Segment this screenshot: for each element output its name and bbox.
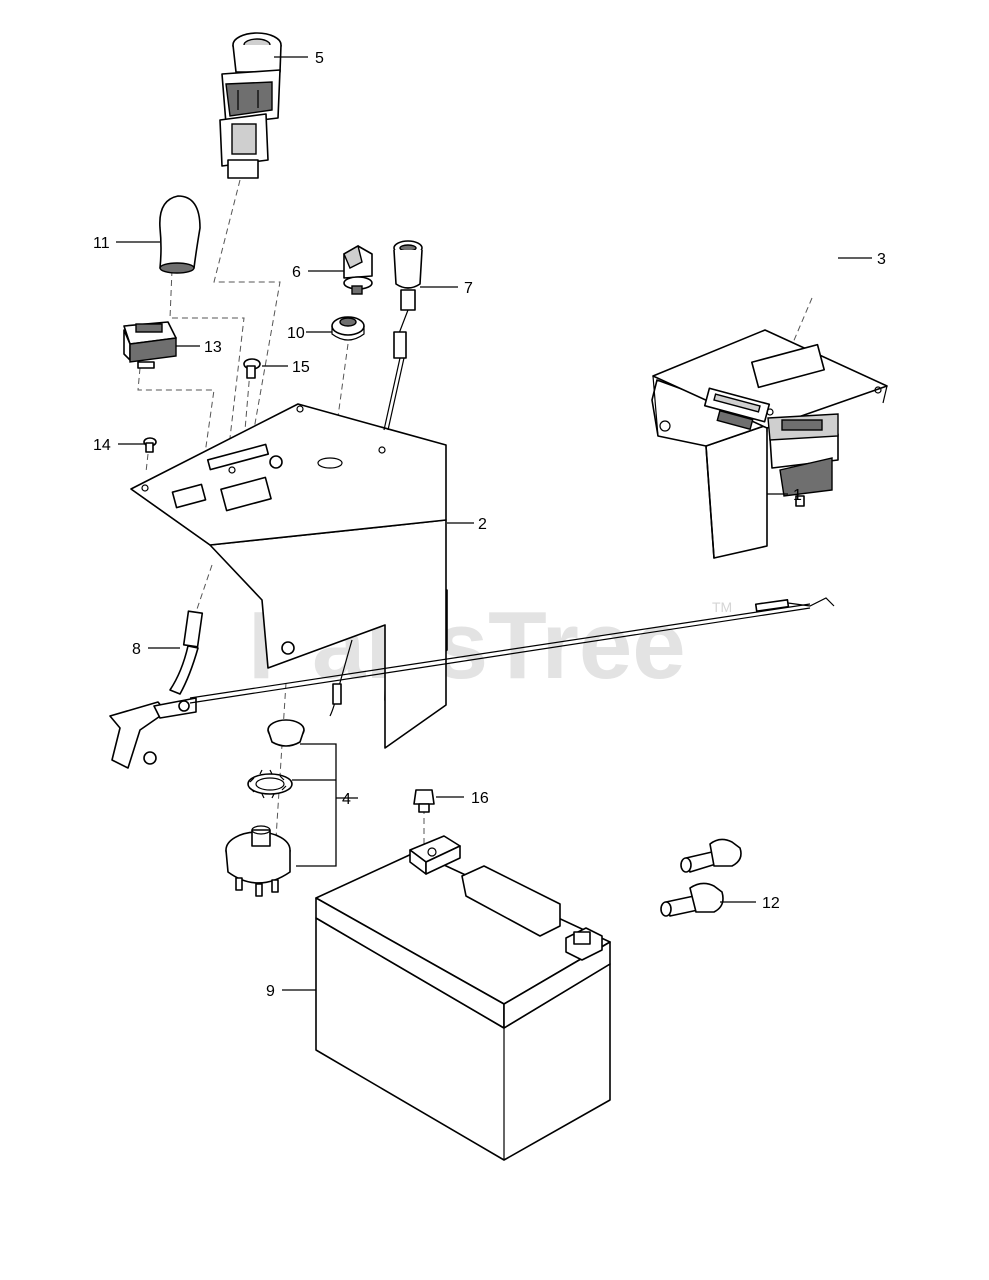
screw-part-15[interactable] xyxy=(243,358,261,379)
callout-10: 10 xyxy=(287,325,305,342)
callout-12: 12 xyxy=(762,895,780,912)
knob-part-11[interactable] xyxy=(159,195,201,274)
ignition-switch-part-4[interactable] xyxy=(225,719,305,897)
callout-4: 4 xyxy=(342,791,351,808)
switch-bracket-part-1[interactable] xyxy=(651,329,888,559)
knob-part-6[interactable] xyxy=(343,244,373,295)
battery-part-9[interactable] xyxy=(315,835,611,1161)
callout-11: 11 xyxy=(93,235,110,252)
callout-3: 3 xyxy=(877,251,886,268)
panel-wire xyxy=(329,639,353,717)
callout-14: 14 xyxy=(93,437,111,454)
callout-13: 13 xyxy=(204,339,222,356)
callout-6: 6 xyxy=(292,264,301,281)
callout-2: 2 xyxy=(478,516,487,533)
callout-9: 9 xyxy=(266,983,275,1000)
control-panel-part-2[interactable] xyxy=(130,403,448,749)
leader-lines xyxy=(116,56,872,991)
screw-part-14[interactable] xyxy=(143,437,157,453)
callout-8: 8 xyxy=(132,641,141,658)
throttle-control-part-8[interactable] xyxy=(109,597,835,769)
grommet-part-10[interactable] xyxy=(331,316,365,341)
choke-cable-part-7[interactable] xyxy=(383,240,423,431)
callout-16: 16 xyxy=(471,790,489,807)
callout-5: 5 xyxy=(315,50,324,67)
callout-7: 7 xyxy=(464,280,473,297)
switch-part-3[interactable] xyxy=(767,413,839,507)
terminal-covers-part-12[interactable] xyxy=(660,838,742,917)
bolt-part-16[interactable] xyxy=(413,789,435,813)
switch-part-13[interactable] xyxy=(123,321,177,369)
pto-switch-part-5[interactable] xyxy=(219,32,282,179)
callout-1: 1 xyxy=(793,487,802,504)
callout-labels: 5 11 6 7 10 13 15 14 2 3 1 8 4 16 12 9 xyxy=(93,50,886,1000)
watermark-trademark: TM xyxy=(712,599,732,615)
callout-15: 15 xyxy=(292,359,310,376)
